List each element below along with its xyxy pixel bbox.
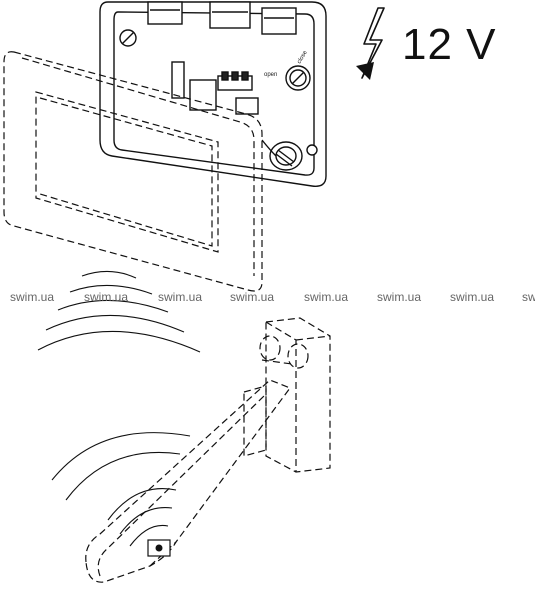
close-label: close — [297, 49, 310, 65]
watermark: swim.ua — [230, 290, 275, 304]
watermark: swim.ua — [450, 290, 495, 304]
control-module — [99, 1, 327, 187]
handheld-transmitter — [85, 379, 291, 583]
open-label: open — [264, 72, 277, 78]
signal-waves-cover — [37, 270, 201, 353]
watermark: swim.ua — [377, 290, 422, 304]
voltage-label: 12 V — [402, 20, 497, 69]
transmitter-led — [155, 544, 163, 552]
watermark: swim.ua — [158, 290, 203, 304]
watermark-row: swim.ua swim.ua swim.ua swim.ua swim.ua … — [0, 290, 535, 308]
watermark: swim.ua — [304, 290, 349, 304]
lightning-bolt-icon — [356, 7, 385, 80]
remote-receiver — [243, 317, 331, 473]
signal-waves-transmitter — [51, 432, 191, 547]
watermark: swim.ua — [10, 290, 55, 304]
watermark: swim.ua — [522, 290, 535, 304]
watermark: swim.ua — [84, 290, 129, 304]
cover-plate — [3, 51, 263, 292]
